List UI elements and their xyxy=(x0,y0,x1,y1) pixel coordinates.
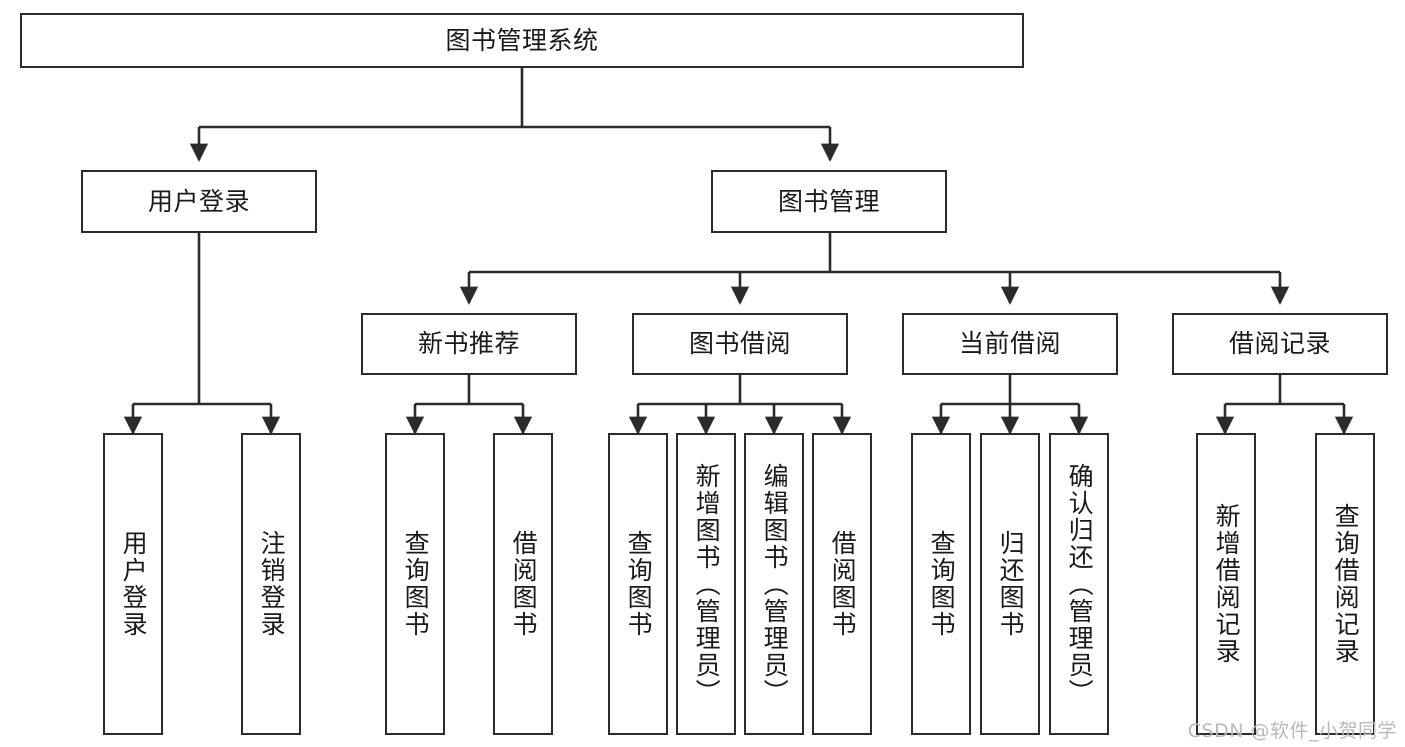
node-book-borrow[interactable]: 图书借阅 xyxy=(632,313,848,375)
node-leaf-borrow-book-2[interactable]: 借阅图书 xyxy=(812,433,872,735)
node-user-login-label: 用户登录 xyxy=(147,186,250,216)
node-current-borrow-label: 当前借阅 xyxy=(958,329,1061,359)
node-leaf-confirm-return-admin[interactable]: 确认归还（管理员） xyxy=(1049,433,1109,735)
node-leaf-edit-book-admin-label: 编辑图书（管理员） xyxy=(760,462,790,706)
node-new-book-recommend-label: 新书推荐 xyxy=(417,329,520,359)
node-leaf-query-borrow-record-label: 查询借阅记录 xyxy=(1331,503,1361,665)
node-leaf-add-book-admin-label: 新增图书（管理员） xyxy=(692,462,722,706)
node-root-system-label: 图书管理系统 xyxy=(445,25,599,55)
node-leaf-query-book-1-label: 查询图书 xyxy=(401,530,431,638)
node-leaf-borrow-book-1-label: 借阅图书 xyxy=(509,530,539,638)
node-leaf-edit-book-admin[interactable]: 编辑图书（管理员） xyxy=(744,433,804,735)
node-leaf-query-book-2-label: 查询图书 xyxy=(624,530,654,638)
node-leaf-query-book-1[interactable]: 查询图书 xyxy=(385,433,445,735)
node-leaf-add-book-admin[interactable]: 新增图书（管理员） xyxy=(676,433,736,735)
node-leaf-logout-login-label: 注销登录 xyxy=(257,530,287,638)
node-leaf-borrow-book-1[interactable]: 借阅图书 xyxy=(493,433,553,735)
node-leaf-query-book-3[interactable]: 查询图书 xyxy=(911,433,971,735)
node-leaf-query-borrow-record[interactable]: 查询借阅记录 xyxy=(1315,433,1375,735)
node-leaf-query-book-2[interactable]: 查询图书 xyxy=(608,433,668,735)
node-borrow-record-label: 借阅记录 xyxy=(1228,329,1331,359)
node-leaf-user-login-label: 用户登录 xyxy=(119,530,149,638)
csdn-watermark: CSDN @软件_小贺同学 xyxy=(1187,720,1397,742)
node-user-login[interactable]: 用户登录 xyxy=(81,170,317,233)
node-book-borrow-label: 图书借阅 xyxy=(688,329,791,359)
node-leaf-borrow-book-2-label: 借阅图书 xyxy=(828,530,858,638)
node-book-manage[interactable]: 图书管理 xyxy=(711,170,947,233)
node-leaf-confirm-return-admin-label: 确认归还（管理员） xyxy=(1065,462,1095,706)
node-leaf-return-book-label: 归还图书 xyxy=(996,530,1026,638)
node-leaf-query-book-3-label: 查询图书 xyxy=(927,530,957,638)
node-leaf-logout-login[interactable]: 注销登录 xyxy=(241,433,301,735)
node-leaf-user-login[interactable]: 用户登录 xyxy=(103,433,163,735)
node-leaf-return-book[interactable]: 归还图书 xyxy=(980,433,1040,735)
node-new-book-recommend[interactable]: 新书推荐 xyxy=(361,313,577,375)
node-current-borrow[interactable]: 当前借阅 xyxy=(902,313,1118,375)
node-leaf-add-borrow-record[interactable]: 新增借阅记录 xyxy=(1196,433,1256,735)
node-book-manage-label: 图书管理 xyxy=(777,186,880,216)
node-borrow-record[interactable]: 借阅记录 xyxy=(1172,313,1388,375)
node-root-system[interactable]: 图书管理系统 xyxy=(20,13,1024,68)
node-leaf-add-borrow-record-label: 新增借阅记录 xyxy=(1212,503,1242,665)
